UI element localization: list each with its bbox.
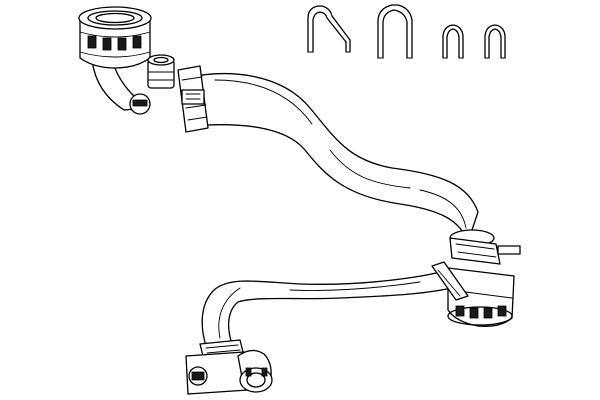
t-junction-fitting	[185, 339, 273, 395]
coolant-hose-lower	[201, 261, 469, 347]
retaining-clip-small-1	[442, 24, 464, 59]
quick-coupling-right	[447, 267, 515, 327]
hose-clamp-upper	[177, 65, 209, 133]
hose-clamp-lower-right	[449, 237, 521, 265]
retaining-clip-large-1	[307, 5, 351, 53]
quick-coupling-top	[78, 6, 152, 69]
retaining-clip-large-2	[377, 4, 413, 59]
retaining-clip-small-2	[484, 24, 506, 59]
bleeder-fitting	[129, 54, 175, 115]
